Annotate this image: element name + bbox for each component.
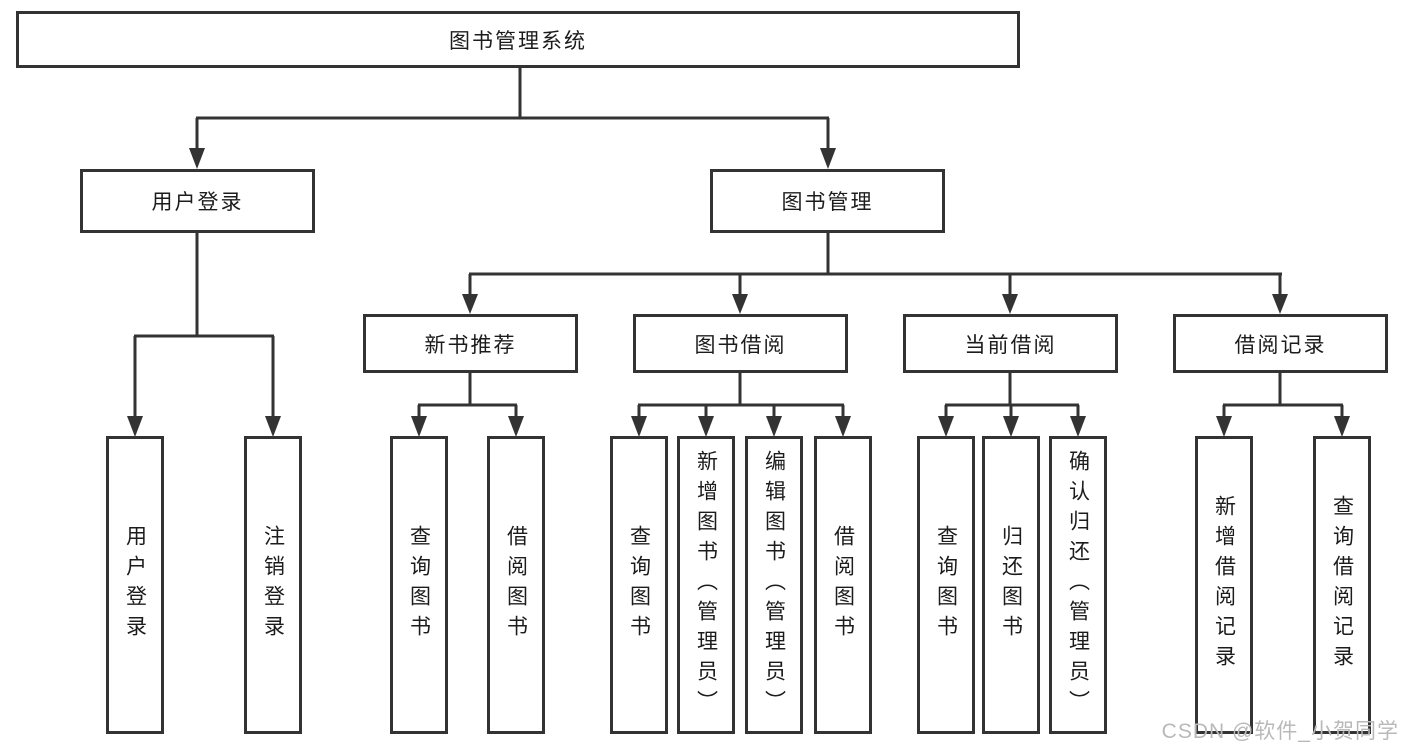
node-label: 图书管理 bbox=[781, 191, 874, 214]
node-book-management: 图书管理 bbox=[710, 169, 945, 233]
node-label: 当前借阅 bbox=[964, 333, 1057, 357]
node-user-login: 用户登录 bbox=[80, 169, 315, 233]
node-leaf-query-books-borrow: 查询图书 bbox=[610, 436, 668, 734]
node-label: 注销登录 bbox=[261, 525, 285, 645]
node-root-system: 图书管理系统 bbox=[16, 11, 1020, 68]
node-label: 新增图书（管理员） bbox=[694, 450, 718, 720]
node-label: 确认归还（管理员） bbox=[1066, 450, 1090, 720]
node-label: 图书借阅 bbox=[694, 333, 787, 357]
node-label: 归还图书 bbox=[999, 525, 1023, 645]
node-leaf-query-borrow-record: 查询借阅记录 bbox=[1313, 436, 1371, 734]
node-book-borrow: 图书借阅 bbox=[633, 314, 848, 373]
node-leaf-edit-books-admin: 编辑图书（管理员） bbox=[745, 436, 803, 734]
node-label: 用户登录 bbox=[123, 525, 147, 645]
node-label: 查询图书 bbox=[934, 525, 958, 645]
node-label: 借阅图书 bbox=[504, 525, 528, 645]
node-leaf-add-books-admin: 新增图书（管理员） bbox=[677, 436, 735, 734]
node-label: 查询图书 bbox=[407, 525, 431, 645]
node-leaf-query-books-current: 查询图书 bbox=[917, 436, 975, 734]
node-leaf-return-books: 归还图书 bbox=[982, 436, 1040, 734]
node-label: 查询借阅记录 bbox=[1330, 495, 1354, 675]
node-leaf-borrow-books-recommend: 借阅图书 bbox=[487, 436, 545, 734]
node-leaf-logout: 注销登录 bbox=[244, 436, 302, 734]
node-leaf-add-borrow-record: 新增借阅记录 bbox=[1195, 436, 1253, 734]
node-label: 查询图书 bbox=[627, 525, 651, 645]
csdn-watermark: CSDN @软件_小贺同学 bbox=[1161, 720, 1399, 743]
node-current-borrow: 当前借阅 bbox=[903, 314, 1118, 373]
node-new-book-recommend: 新书推荐 bbox=[363, 314, 578, 373]
node-label: 借阅记录 bbox=[1234, 333, 1327, 357]
node-label: 图书管理系统 bbox=[449, 29, 587, 53]
node-leaf-confirm-return-admin: 确认归还（管理员） bbox=[1049, 436, 1107, 734]
node-label: 编辑图书（管理员） bbox=[762, 450, 786, 720]
node-label: 新增借阅记录 bbox=[1212, 495, 1236, 675]
node-leaf-user-login: 用户登录 bbox=[106, 436, 164, 734]
node-borrow-record: 借阅记录 bbox=[1173, 314, 1388, 373]
node-label: 新书推荐 bbox=[424, 333, 517, 357]
node-leaf-query-books-recommend: 查询图书 bbox=[390, 436, 448, 734]
node-label: 借阅图书 bbox=[831, 525, 855, 645]
node-leaf-borrow-books: 借阅图书 bbox=[814, 436, 872, 734]
node-label: 用户登录 bbox=[151, 191, 244, 214]
